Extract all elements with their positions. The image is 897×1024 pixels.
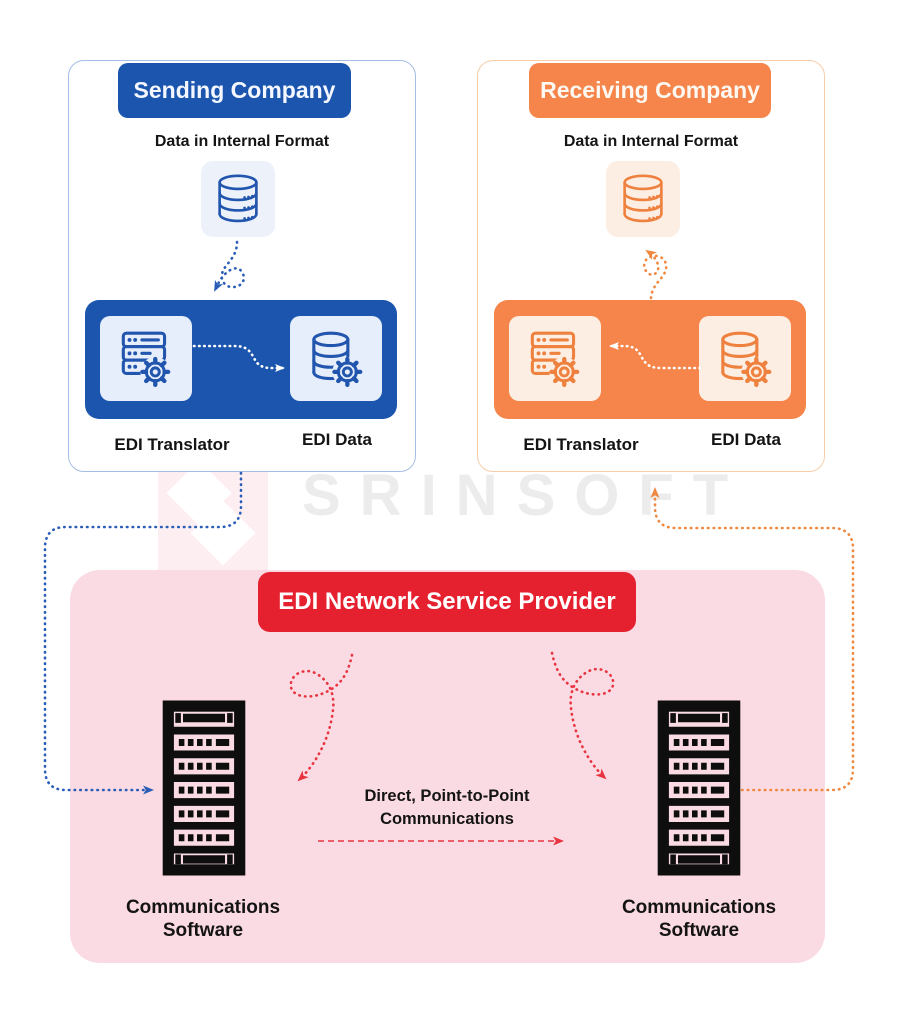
receiving-data-label: Data in Internal Format — [563, 133, 739, 150]
sending-translator-label: EDI Translator — [114, 435, 230, 454]
sending-edi-data-label: EDI Data — [302, 430, 372, 449]
receiving-translator-label: EDI Translator — [523, 435, 639, 454]
sending-translator-box — [85, 300, 397, 419]
left-comm-software-label: Communications Software — [125, 897, 281, 941]
watermark-text: SRINSOFT — [302, 463, 748, 528]
point-to-point-label: Direct, Point-to-Point Communications — [364, 787, 530, 828]
sending-data-label: Data in Internal Format — [154, 133, 330, 150]
watermark-logo-icon — [158, 458, 268, 575]
receiving-company-title: Receiving Company — [529, 63, 771, 118]
database-gear-icon — [699, 316, 791, 401]
sending-company-card: Sending Company Data in Internal Format … — [68, 60, 416, 472]
receiving-translator-box — [494, 300, 806, 419]
sending-company-title: Sending Company — [118, 63, 351, 118]
network-provider-panel: EDI Network Service Provider Communicati… — [70, 570, 825, 963]
receiving-company-card: Receiving Company Data in Internal Forma… — [477, 60, 825, 472]
database-icon — [606, 161, 680, 237]
network-provider-title: EDI Network Service Provider — [258, 572, 636, 632]
right-comm-software-label: Communications Software — [621, 897, 777, 941]
database-gear-icon — [290, 316, 382, 401]
server-gear-icon — [100, 316, 192, 401]
server-rack-icon — [657, 698, 741, 878]
receiving-edi-data-label: EDI Data — [711, 430, 781, 449]
server-rack-icon — [162, 698, 246, 878]
database-icon — [201, 161, 275, 237]
server-gear-icon — [509, 316, 601, 401]
